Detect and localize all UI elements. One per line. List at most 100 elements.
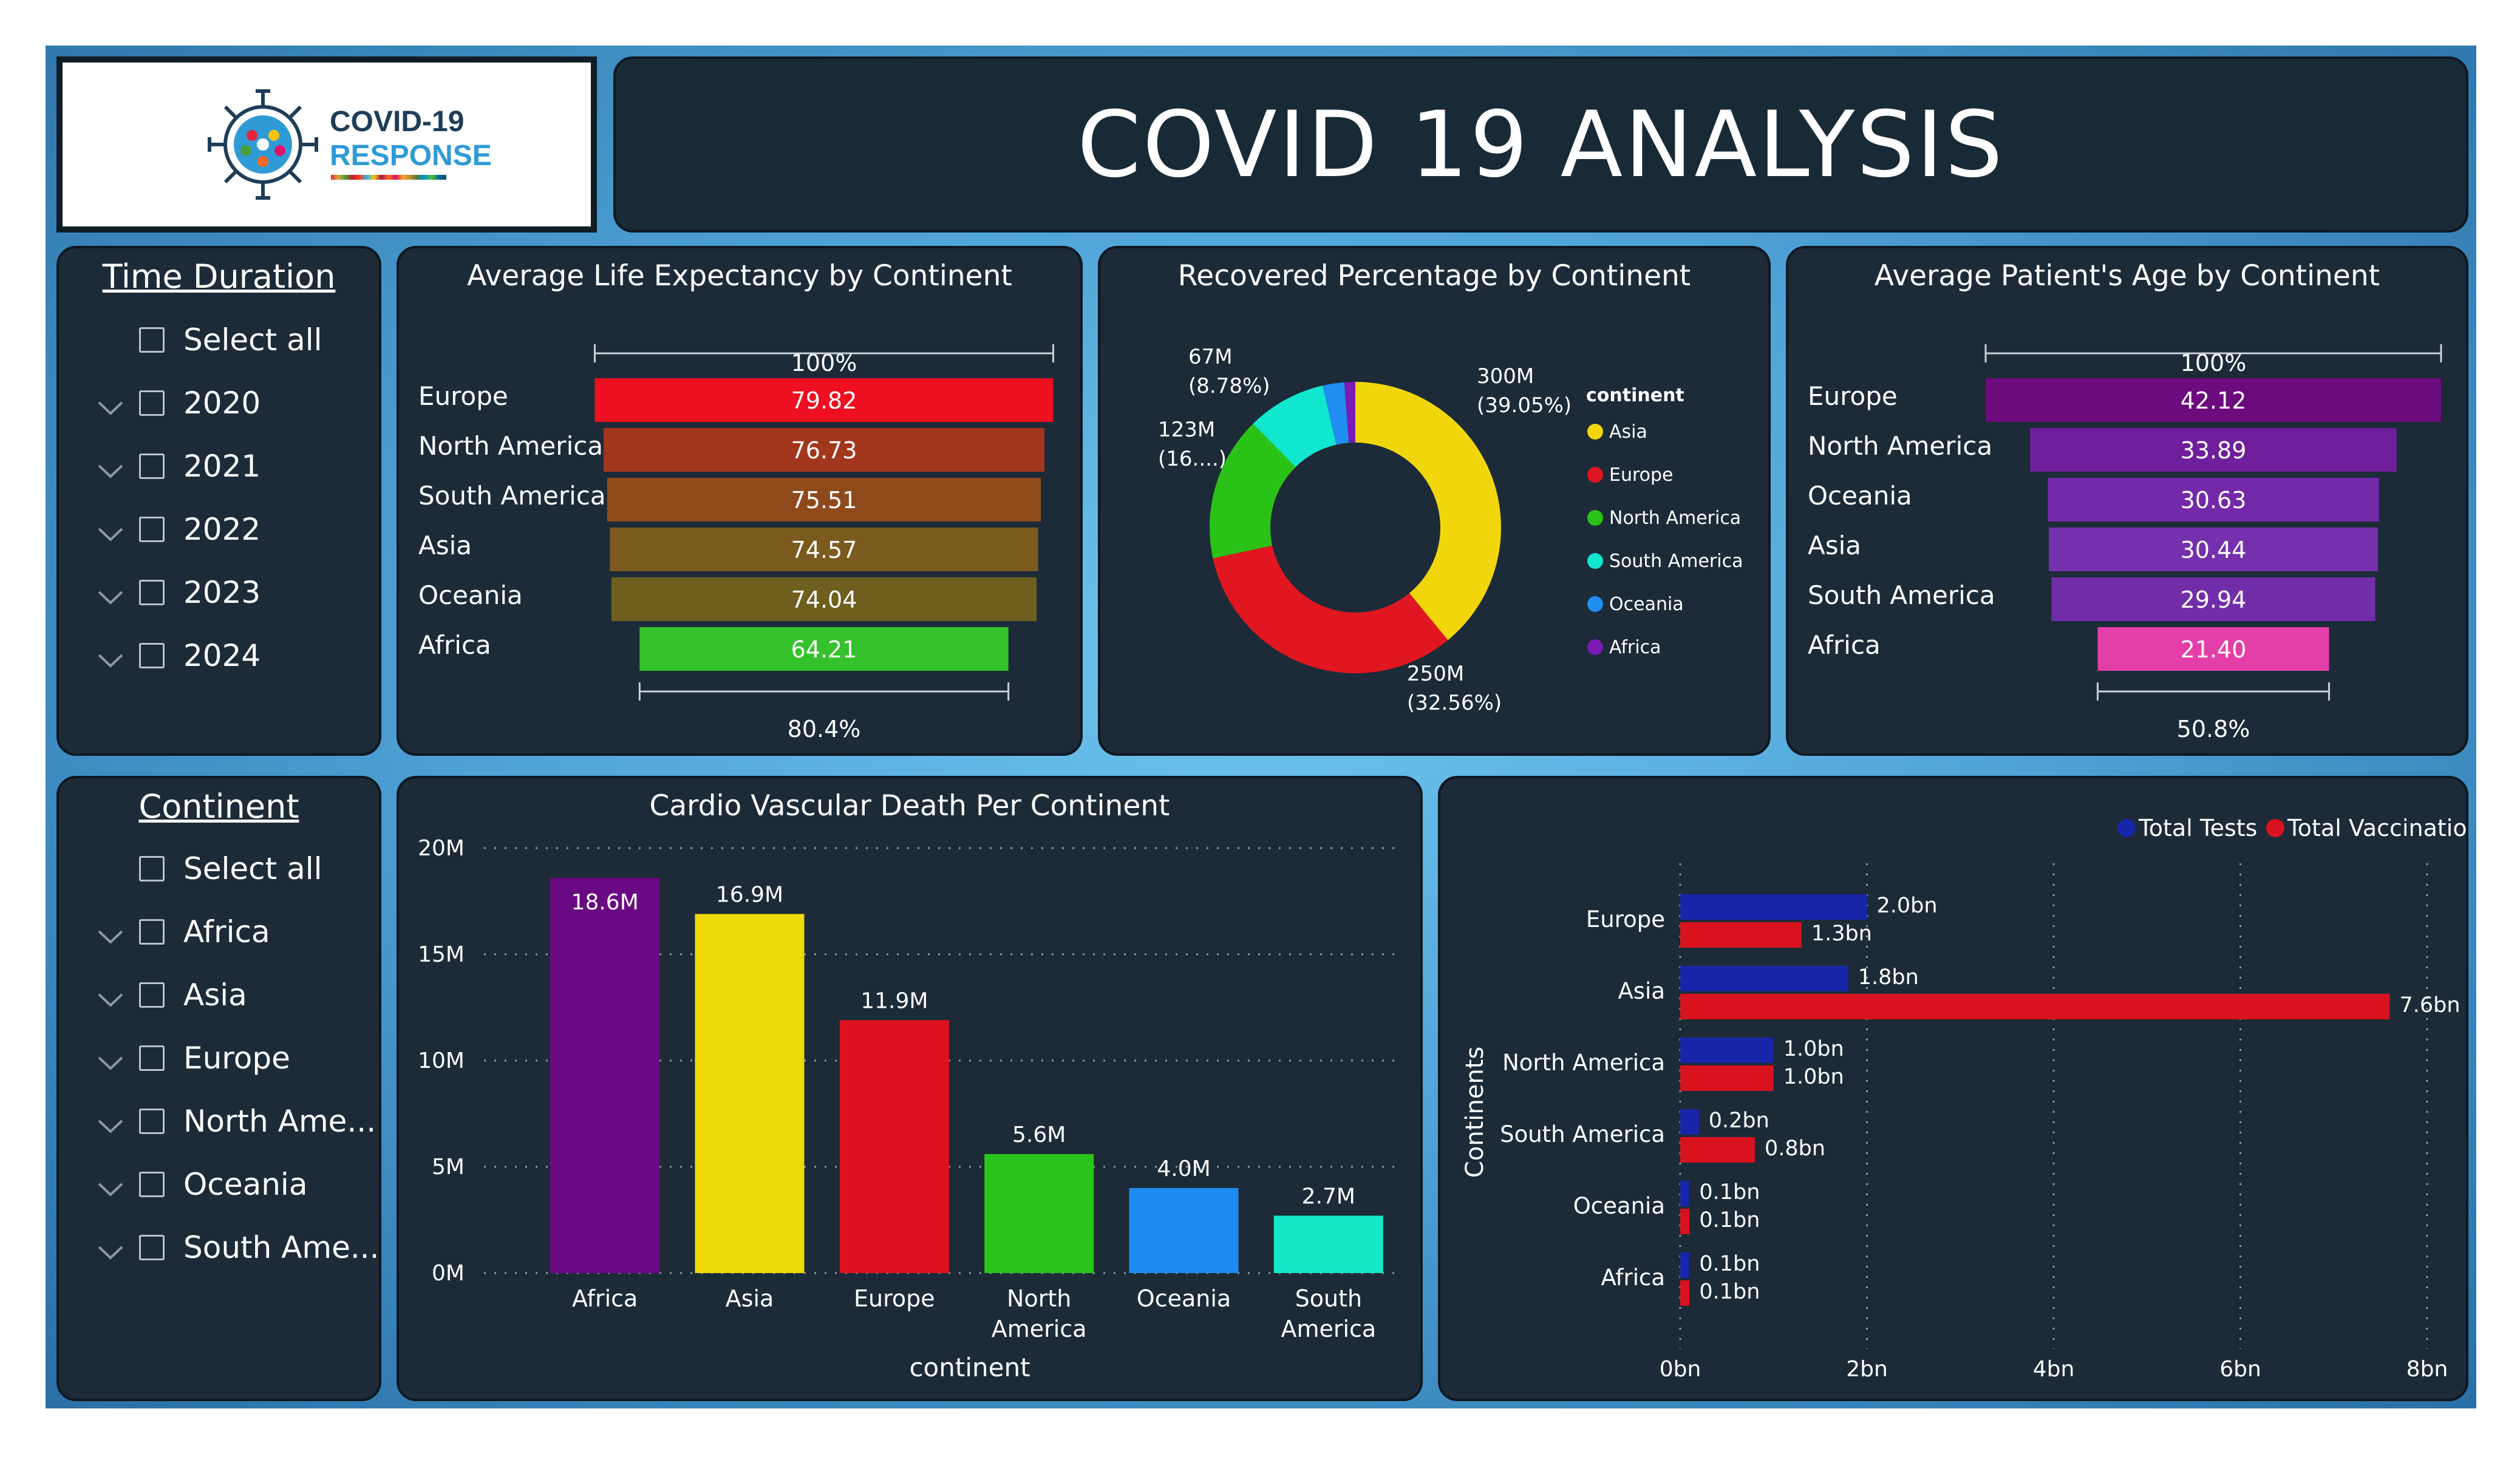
donut-slice-asia[interactable] bbox=[1355, 382, 1501, 640]
time-item-select-all[interactable]: Select all bbox=[59, 322, 379, 376]
continent-item-africa[interactable]: Africa bbox=[59, 914, 379, 968]
bar-total-tests-south-america[interactable] bbox=[1680, 1109, 1699, 1135]
checkbox[interactable] bbox=[139, 453, 165, 479]
chevron-down-icon[interactable] bbox=[95, 460, 126, 484]
chevron-down-icon[interactable] bbox=[95, 1178, 126, 1202]
chevron-down-icon[interactable] bbox=[95, 1241, 126, 1265]
funnel-value-label: 74.04 bbox=[791, 586, 857, 613]
donut-slice-europe[interactable] bbox=[1213, 545, 1448, 673]
checkbox[interactable] bbox=[139, 327, 165, 353]
funnel-bar-africa[interactable] bbox=[2097, 627, 2329, 671]
funnel-bar-oceania[interactable] bbox=[2048, 478, 2379, 521]
time-item-2023[interactable]: 2023 bbox=[59, 575, 379, 628]
chevron-down-icon[interactable] bbox=[95, 586, 126, 610]
funnel-bar-asia[interactable] bbox=[610, 528, 1038, 571]
bar-europe[interactable] bbox=[839, 1020, 949, 1274]
bar-africa[interactable] bbox=[550, 878, 660, 1273]
bar-total-vaccinations-asia[interactable] bbox=[1680, 994, 2390, 1019]
funnel-bar-oceania[interactable] bbox=[611, 577, 1037, 621]
donut-slice-oceania[interactable] bbox=[1323, 382, 1349, 445]
y-tick-label: North America bbox=[1502, 1050, 1665, 1076]
bar-total-vaccinations-south-america[interactable] bbox=[1680, 1137, 1755, 1163]
time-duration-title: Time Duration bbox=[102, 257, 336, 296]
bar-north-america[interactable] bbox=[984, 1154, 1094, 1273]
funnel-bar-north-america[interactable] bbox=[2030, 428, 2397, 472]
donut-annotation-percent: (8.78%) bbox=[1188, 374, 1270, 398]
y-tick-label: 15M bbox=[418, 942, 465, 967]
funnel-bar-africa[interactable] bbox=[639, 627, 1009, 671]
page-title: COVID 19 ANALYSIS bbox=[1077, 92, 2005, 198]
continent-item-asia[interactable]: Asia bbox=[59, 977, 379, 1031]
checkbox[interactable] bbox=[139, 856, 165, 881]
bar-south-america[interactable] bbox=[1273, 1215, 1383, 1274]
y-tick-label: South America bbox=[1500, 1121, 1665, 1147]
donut-annotation-value: 300M bbox=[1477, 364, 1534, 389]
funnel-bottom-bracket bbox=[2096, 682, 2331, 701]
continent-item-south-ame[interactable]: South Ame... bbox=[59, 1230, 380, 1283]
checkbox[interactable] bbox=[139, 919, 165, 945]
funnel-bar-south-america[interactable] bbox=[2051, 577, 2375, 621]
chevron-down-icon[interactable] bbox=[95, 649, 126, 673]
chevron-down-icon[interactable] bbox=[95, 1115, 126, 1139]
funnel-bar-south-america[interactable] bbox=[607, 478, 1041, 521]
legend-marker-south-america bbox=[1587, 553, 1603, 569]
x-tick-label: Africa bbox=[572, 1285, 638, 1312]
continent-slicer-title: Continent bbox=[138, 787, 299, 826]
bar-value-label: 0.2bn bbox=[1709, 1109, 1769, 1133]
checkbox[interactable] bbox=[139, 1045, 165, 1071]
checkbox[interactable] bbox=[139, 982, 165, 1008]
bar-total-tests-asia[interactable] bbox=[1680, 966, 1848, 991]
funnel-bottom-bracket bbox=[638, 682, 1010, 701]
time-item-2024[interactable]: 2024 bbox=[59, 638, 379, 691]
x-tick-label: 4bn bbox=[2033, 1357, 2075, 1382]
continent-item-label: Select all bbox=[183, 851, 322, 886]
funnel-bar-asia[interactable] bbox=[2048, 528, 2379, 571]
bar-asia[interactable] bbox=[695, 914, 805, 1274]
checkbox[interactable] bbox=[139, 580, 165, 605]
life-expectancy-panel: Average Life Expectancy by Continent 100… bbox=[397, 246, 1083, 756]
bar-oceania[interactable] bbox=[1129, 1188, 1239, 1273]
funnel-row-label: Africa bbox=[1808, 630, 1881, 660]
continent-item-label: Africa bbox=[183, 914, 270, 949]
chevron-down-icon[interactable] bbox=[95, 396, 126, 421]
donut-annotation-percent: (32.56%) bbox=[1407, 691, 1502, 715]
continent-item-europe[interactable]: Europe bbox=[59, 1041, 379, 1094]
y-tick-label: Asia bbox=[1618, 978, 1665, 1004]
funnel-bar-europe[interactable] bbox=[1986, 378, 2441, 422]
bar-total-vaccinations-africa[interactable] bbox=[1680, 1280, 1690, 1306]
bar-total-vaccinations-oceania[interactable] bbox=[1680, 1209, 1690, 1234]
checkbox[interactable] bbox=[139, 643, 165, 668]
bar-total-tests-africa[interactable] bbox=[1680, 1252, 1690, 1278]
checkbox[interactable] bbox=[139, 390, 165, 416]
checkbox[interactable] bbox=[139, 1109, 165, 1134]
time-item-2020[interactable]: 2020 bbox=[59, 385, 379, 439]
funnel-bar-europe[interactable] bbox=[594, 378, 1054, 422]
bar-value-label: 2.7M bbox=[1302, 1184, 1355, 1209]
continent-item-select-all[interactable]: Select all bbox=[59, 851, 379, 905]
donut-slice-africa[interactable] bbox=[1344, 382, 1355, 443]
checkbox[interactable] bbox=[139, 1235, 165, 1260]
chevron-down-icon[interactable] bbox=[95, 1051, 126, 1076]
bar-total-tests-oceania[interactable] bbox=[1680, 1181, 1690, 1206]
continent-item-oceania[interactable]: Oceania bbox=[59, 1167, 379, 1220]
funnel-value-label: 64.21 bbox=[791, 636, 857, 663]
checkbox[interactable] bbox=[139, 517, 165, 542]
donut-annotation-value: 250M bbox=[1407, 662, 1464, 686]
funnel-value-label: 74.57 bbox=[791, 537, 857, 563]
donut-slice-south-america[interactable] bbox=[1253, 385, 1337, 467]
time-item-2022[interactable]: 2022 bbox=[59, 512, 379, 565]
funnel-bar-north-america[interactable] bbox=[604, 428, 1044, 472]
time-item-2021[interactable]: 2021 bbox=[59, 449, 379, 502]
continent-item-north-ame[interactable]: North Ame... bbox=[59, 1104, 379, 1157]
bar-value-label: 2.0bn bbox=[1877, 894, 1938, 918]
chevron-down-icon[interactable] bbox=[95, 925, 126, 949]
bar-total-vaccinations-europe[interactable] bbox=[1680, 922, 1802, 948]
bar-total-vaccinations-north-america[interactable] bbox=[1680, 1065, 1774, 1091]
bar-total-tests-europe[interactable] bbox=[1680, 894, 1867, 920]
donut-slice-north-america[interactable] bbox=[1210, 424, 1296, 559]
chevron-down-icon[interactable] bbox=[95, 988, 126, 1013]
checkbox[interactable] bbox=[139, 1172, 165, 1197]
chevron-down-icon[interactable] bbox=[95, 523, 126, 547]
bar-total-tests-north-america[interactable] bbox=[1680, 1038, 1774, 1063]
